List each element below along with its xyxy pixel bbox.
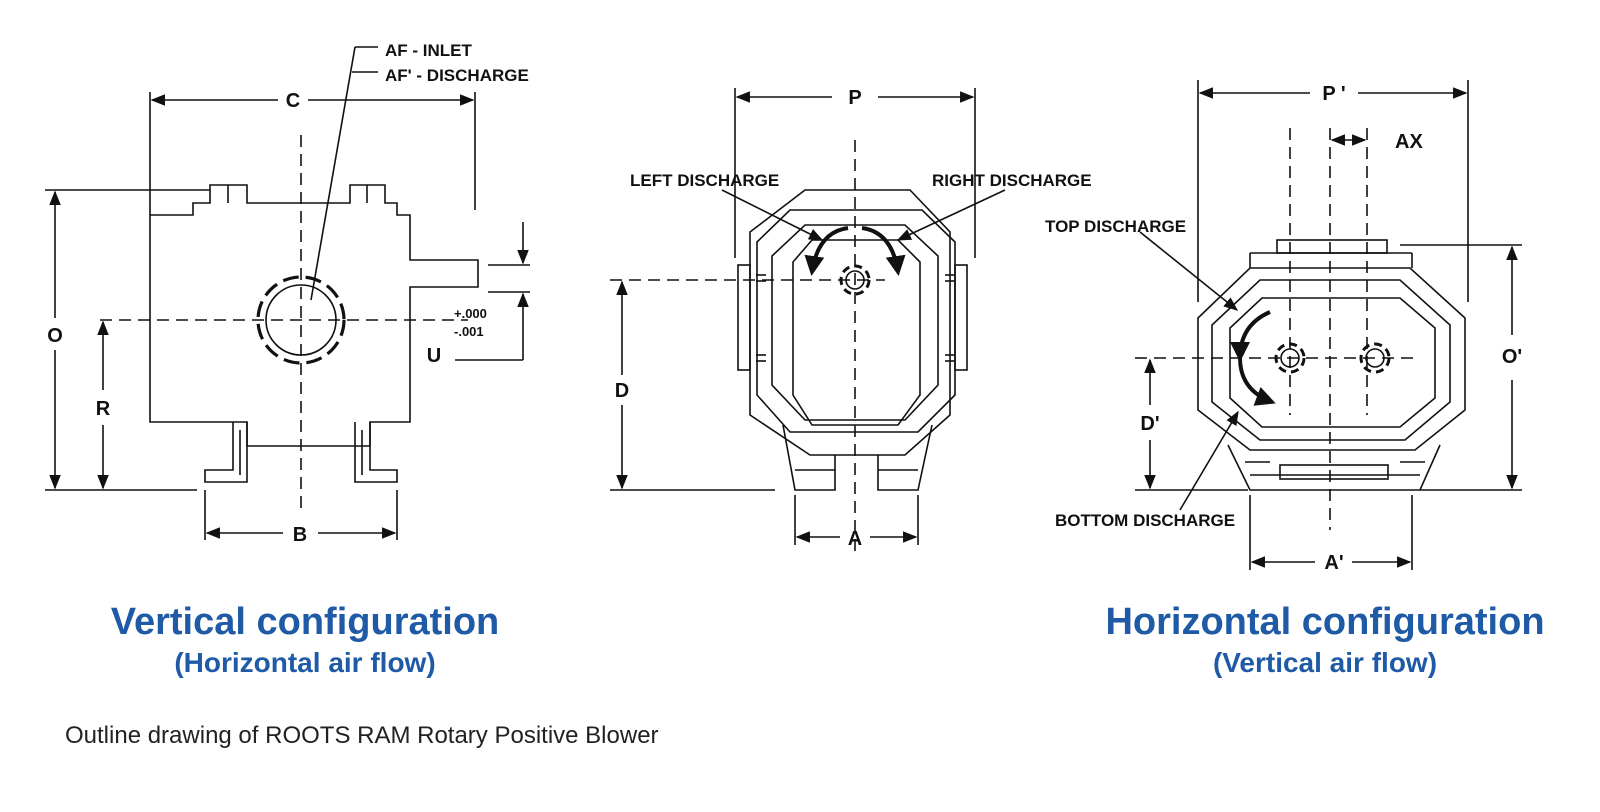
figure-caption: Outline drawing of ROOTS RAM Rotary Posi…	[65, 722, 659, 749]
horizontal-config-title: Horizontal configuration	[1105, 601, 1545, 643]
af-inlet-label: AF - INLET	[385, 41, 472, 60]
right-foot	[354, 422, 398, 483]
dim-d-label: D	[615, 380, 629, 402]
top-discharge-label: TOP DISCHARGE	[1045, 217, 1186, 236]
dim-a-prime-label: A'	[1324, 552, 1343, 574]
dim-b-label: B	[293, 524, 307, 546]
dim-ax-label: AX	[1395, 131, 1423, 153]
end-view-left-foot	[782, 424, 836, 491]
end-view	[610, 88, 1006, 555]
dim-p-label: P	[848, 87, 861, 109]
dim-o-label: O	[47, 325, 63, 347]
dimension-labels: AF - INLET AF' - DISCHARGE C O R B U +.0…	[47, 41, 1522, 574]
top-discharge-flange	[1276, 239, 1388, 254]
end-view-right-foot	[877, 424, 933, 491]
horizontal-config-heading: Horizontal configuration (Vertical air f…	[1075, 600, 1575, 682]
vertical-config-title: Vertical configuration	[110, 601, 500, 643]
dim-o-prime-label: O'	[1502, 346, 1522, 368]
horizontal-config-view	[1135, 80, 1522, 570]
vertical-config-heading: Vertical configuration (Horizontal air f…	[60, 600, 550, 682]
dim-c-label: C	[286, 90, 300, 112]
bottom-discharge-label: BOTTOM DISCHARGE	[1055, 511, 1235, 530]
left-foot	[204, 422, 248, 483]
tolerance-minus-label: -.001	[454, 324, 484, 339]
dim-r-label: R	[96, 398, 111, 420]
dim-p-prime-label: P '	[1322, 83, 1345, 105]
dim-u-label: U	[427, 345, 441, 367]
vertical-config-view	[45, 46, 530, 540]
end-view-inner-chamber	[792, 239, 921, 426]
vertical-blower-body	[149, 184, 479, 447]
horizontal-config-subtitle: (Vertical air flow)	[1212, 647, 1438, 678]
vertical-config-subtitle: (Horizontal air flow)	[174, 647, 436, 678]
dim-d-prime-label: D'	[1140, 413, 1159, 435]
horizontal-inner-chamber	[1229, 297, 1436, 428]
horizontal-housing	[1197, 267, 1466, 451]
right-discharge-label: RIGHT DISCHARGE	[932, 171, 1092, 190]
left-discharge-label: LEFT DISCHARGE	[630, 171, 779, 190]
horizontal-base	[1227, 444, 1441, 491]
af-discharge-label: AF' - DISCHARGE	[385, 66, 529, 85]
dim-a-label: A	[848, 528, 862, 550]
tolerance-plus-label: +.000	[454, 306, 487, 321]
